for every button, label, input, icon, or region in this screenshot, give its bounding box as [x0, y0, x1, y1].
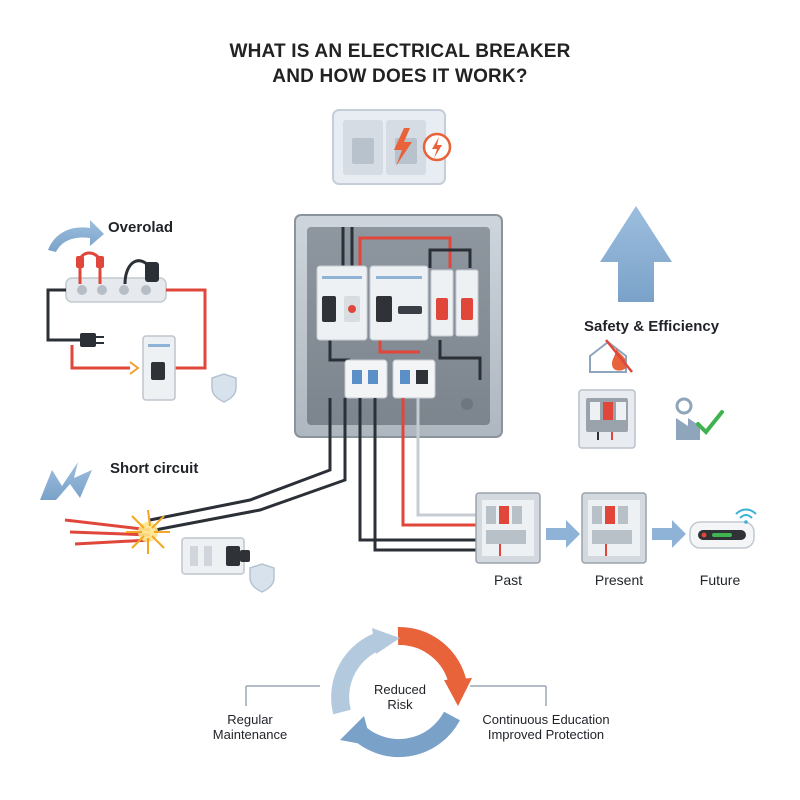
- timeline-present-label: Present: [594, 572, 644, 588]
- cycle-right-line1: Continuous Education: [482, 712, 610, 727]
- top-breaker-icon: [332, 109, 452, 185]
- panel-icon: [578, 389, 636, 449]
- timeline-future-label: Future: [699, 572, 741, 588]
- cycle-right-line2: Improved Protection: [487, 727, 605, 742]
- shield-icon-2: [249, 563, 275, 593]
- timeline-past-label: Past: [493, 572, 522, 588]
- overload-diagram: [46, 220, 237, 403]
- safety-efficiency-label: Safety & Efficiency: [584, 318, 720, 335]
- past-panel-icon: [475, 492, 541, 564]
- cycle-center-line1: Reduced: [373, 682, 427, 697]
- cycle-center-line2: Risk: [387, 697, 413, 712]
- short-circuit-diagram: [40, 462, 275, 593]
- present-panel-icon: [581, 492, 647, 564]
- arrow-right-icon-1: [546, 520, 580, 548]
- overload-arrow-icon: [48, 220, 104, 252]
- up-arrow-icon: [600, 206, 672, 302]
- wifi-icon: [735, 508, 757, 515]
- factory-check-icon: [675, 397, 724, 440]
- safety-icons: [578, 339, 724, 449]
- cycle-left-line2: Maintenance: [212, 727, 288, 742]
- house-no-fire-icon: [589, 339, 633, 373]
- shield-icon: [211, 373, 237, 403]
- main-breaker-panel: [294, 214, 503, 438]
- page-title-line2: AND HOW DOES IT WORK?: [272, 66, 528, 87]
- short-circuit-label: Short circuit: [110, 460, 199, 477]
- future-smart-breaker-icon: [689, 508, 757, 549]
- cycle-left-line1: Regular: [227, 712, 273, 727]
- plug-icon: [80, 333, 96, 347]
- cycle-diagram: [245, 627, 547, 758]
- arrow-right-icon-2: [652, 520, 686, 548]
- lightning-icon: [40, 462, 92, 500]
- cycle-arc-light: [331, 631, 386, 715]
- timeline: [475, 492, 757, 564]
- overload-label: Overolad: [108, 219, 174, 236]
- page-title-line1: WHAT IS AN ELECTRICAL BREAKER: [229, 41, 571, 62]
- spark-icon: [126, 509, 170, 554]
- cycle-arc-orange: [397, 627, 467, 687]
- panel-output-wires: [149, 398, 485, 552]
